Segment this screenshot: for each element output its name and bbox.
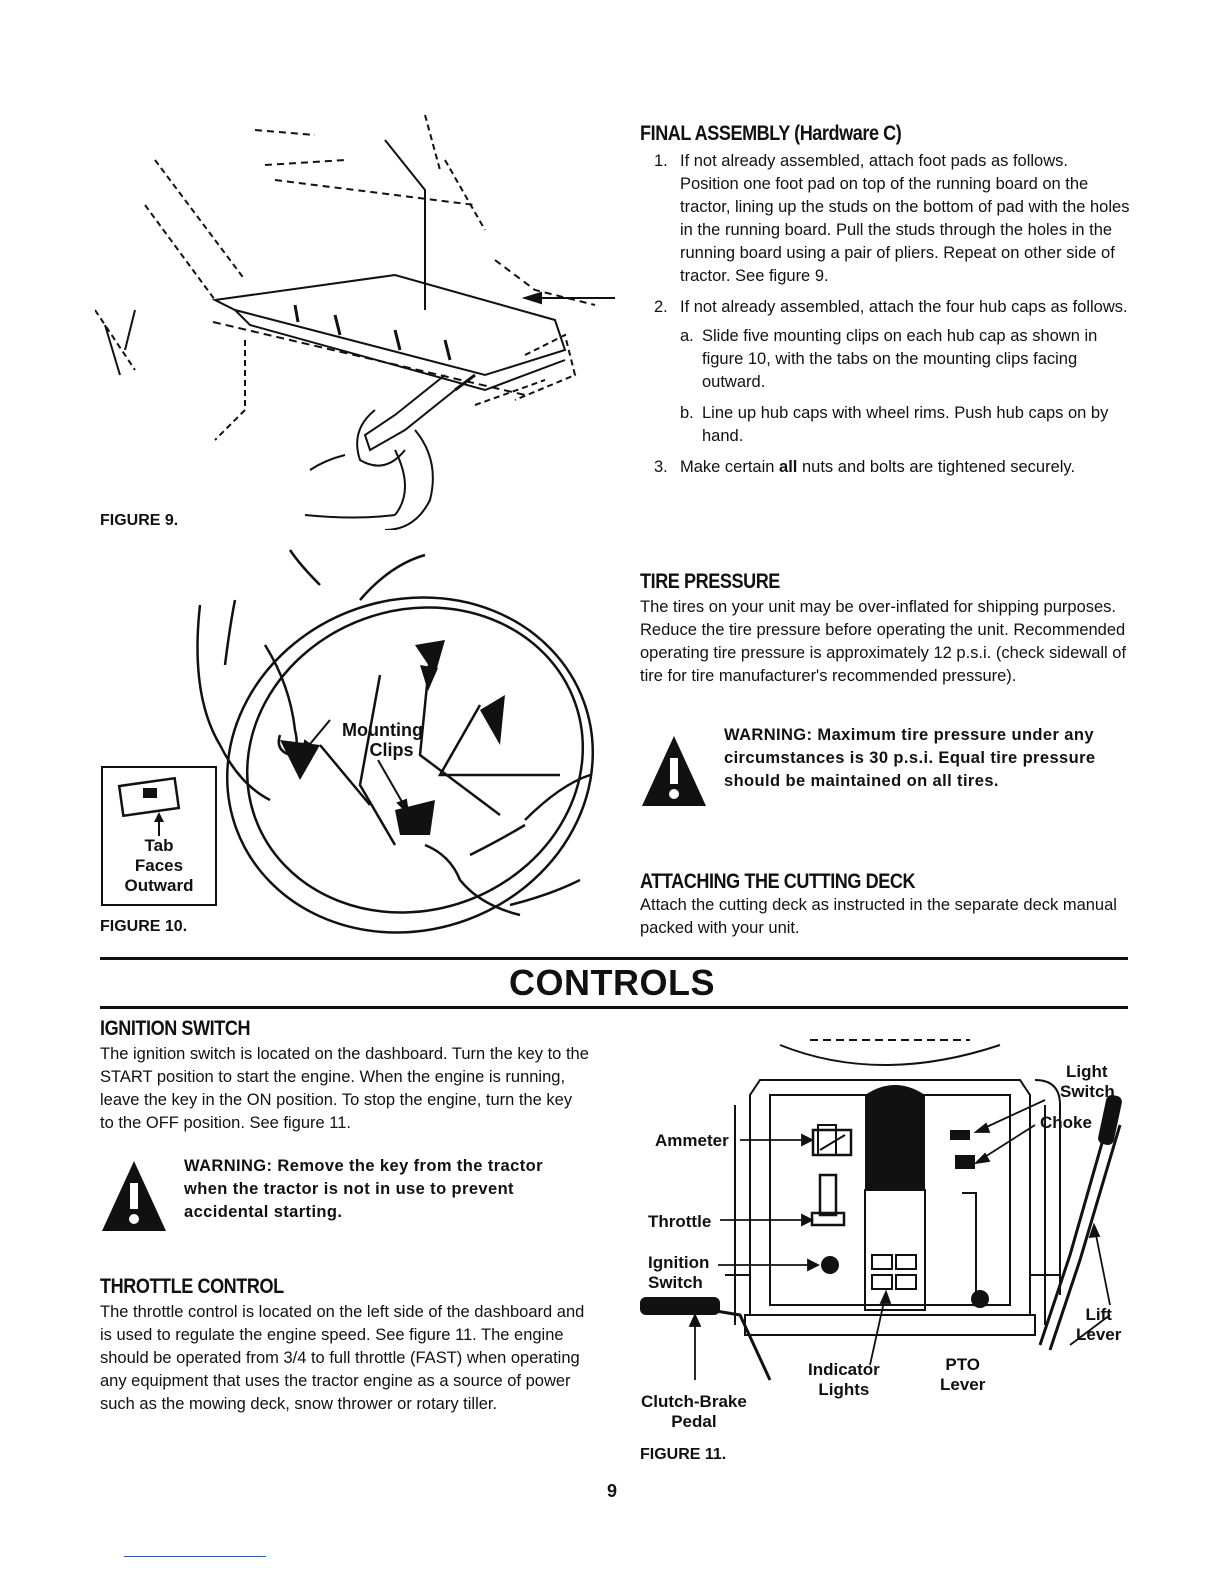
throttle-control-heading: THROTTLE CONTROL xyxy=(100,1275,284,1298)
figure-10-drawing xyxy=(196,549,595,934)
page-number: 9 xyxy=(606,1481,617,1501)
label-lift-lever: Lift Lever xyxy=(1076,1305,1122,1344)
label-throttle: Throttle xyxy=(648,1212,712,1231)
fig10-inset-tab: Tab xyxy=(144,836,174,855)
figure-10-inset: Tab Faces Outward xyxy=(101,766,217,906)
fig10-label-clips: Clips xyxy=(369,740,414,760)
cutting-deck-section: ATTACHING THE CUTTING DECK Attach the cu… xyxy=(640,870,1130,940)
figure-11-caption: FIGURE 11. xyxy=(640,1446,727,1463)
label-clutch-brake-pedal: Clutch-Brake Pedal xyxy=(641,1392,747,1431)
label-choke: Choke xyxy=(1040,1113,1092,1132)
throttle-control-section: THROTTLE CONTROL The throttle control is… xyxy=(100,1275,590,1416)
label-light-switch: Light Switch xyxy=(1060,1062,1115,1101)
fig10-inset-outward: Outward xyxy=(124,876,194,895)
tire-pressure-warning: WARNING: Maximum tire pressure under any… xyxy=(640,724,1130,808)
fig10-label-mounting: Mounting xyxy=(342,720,423,740)
controls-rule-bottom xyxy=(100,1006,1128,1009)
cutting-deck-heading: ATTACHING THE CUTTING DECK xyxy=(640,870,916,893)
figure-10-caption: FIGURE 10. xyxy=(100,918,188,935)
warning-triangle-icon xyxy=(642,736,706,806)
final-assembly-section: FINAL ASSEMBLY (Hardware C) 1. If not al… xyxy=(640,122,1130,487)
step-3: 3. Make certain all nuts and bolts are t… xyxy=(654,458,1076,476)
tire-pressure-heading: TIRE PRESSURE xyxy=(640,570,780,593)
ignition-switch-text: The ignition switch is located on the da… xyxy=(100,1045,589,1132)
figure-11-drawing xyxy=(640,1039,1122,1381)
final-assembly-steps: 1. If not already assembled, attach foot… xyxy=(640,150,1130,479)
step-1: 1. If not already assembled, attach foot… xyxy=(654,152,1130,285)
warning-triangle-icon xyxy=(102,1161,166,1231)
ignition-switch-heading: IGNITION SWITCH xyxy=(100,1017,251,1040)
ignition-switch-section: IGNITION SWITCH The ignition switch is l… xyxy=(100,1017,590,1233)
label-ignition-switch: Ignition Switch xyxy=(648,1253,710,1292)
mounting-clip-icon xyxy=(117,776,181,836)
final-assembly-heading: FINAL ASSEMBLY (Hardware C) xyxy=(640,122,902,145)
step-2: 2. If not already assembled, attach the … xyxy=(640,296,1130,448)
tire-pressure-text: The tires on your unit may be over-infla… xyxy=(640,598,1127,685)
fig10-inset-faces: Faces xyxy=(134,856,184,875)
figure-9-drawing xyxy=(95,114,615,530)
label-pto-lever: PTO Lever xyxy=(940,1355,986,1394)
substep-b: b. Line up hub caps with wheel rims. Pus… xyxy=(680,404,1109,445)
controls-title: CONTROLS xyxy=(509,962,715,1003)
tire-pressure-section: TIRE PRESSURE The tires on your unit may… xyxy=(640,570,1130,808)
figure-9-caption: FIGURE 9. xyxy=(100,512,179,529)
substep-a: a. Slide five mounting clips on each hub… xyxy=(680,327,1098,391)
footer-line xyxy=(124,1556,266,1557)
label-indicator-lights: Indicator Lights xyxy=(808,1360,880,1399)
label-ammeter: Ammeter xyxy=(655,1131,729,1150)
throttle-control-text: The throttle control is located on the l… xyxy=(100,1303,585,1413)
ignition-warning: WARNING: Remove the key from the tractor… xyxy=(100,1155,590,1233)
step-2-substeps: a. Slide five mounting clips on each hub… xyxy=(680,325,1130,448)
controls-rule-top xyxy=(100,957,1128,960)
cutting-deck-text: Attach the cutting deck as instructed in… xyxy=(640,896,1117,937)
